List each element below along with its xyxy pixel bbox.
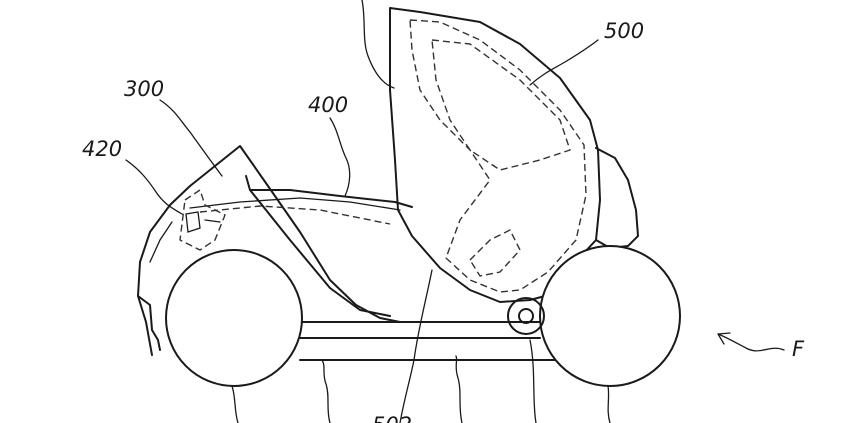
front-nose [595,147,639,249]
leader-bottom-5 [607,385,611,423]
rear-lamp-line [149,221,173,263]
roof-dashed-edge [199,205,391,225]
ref-numeral-f: F [792,337,805,361]
direction-arrow-f [717,333,785,352]
leader-300 [159,99,223,177]
ref-numeral-300: 300 [124,77,164,101]
rear-body-outline [137,145,521,356]
ref-numeral-502: 502 [372,413,412,423]
leader-400 [329,117,351,197]
direction-arrow-head [717,332,731,345]
ref-numeral-420: 420 [82,137,122,161]
hinge-inner [518,308,534,324]
ref-numeral-400: 400 [308,93,348,117]
mechanism-420 [179,189,226,251]
leader-bottom-2 [321,359,331,423]
rear-bumper [137,295,161,351]
windshield-line [249,189,391,317]
leader-bottom-4 [529,339,537,423]
roof-inner-line [189,197,401,211]
rear-wheel [165,249,303,387]
chassis-rail-lower [299,339,581,361]
door-window-frame [431,39,571,171]
door-inner-frame [409,19,587,293]
hinge-outer [507,297,545,335]
front-wheel [539,245,681,387]
leader-420 [125,159,183,215]
leader-502 [399,269,433,423]
leader-500 [529,39,599,86]
ref-numeral-500: 500 [604,19,644,43]
leader-bottom-3 [455,355,463,423]
mechanism-420-detail [185,211,221,233]
leader-bottom-1 [231,385,239,423]
door-lower-cutout [469,229,521,277]
leader-top [361,0,395,89]
